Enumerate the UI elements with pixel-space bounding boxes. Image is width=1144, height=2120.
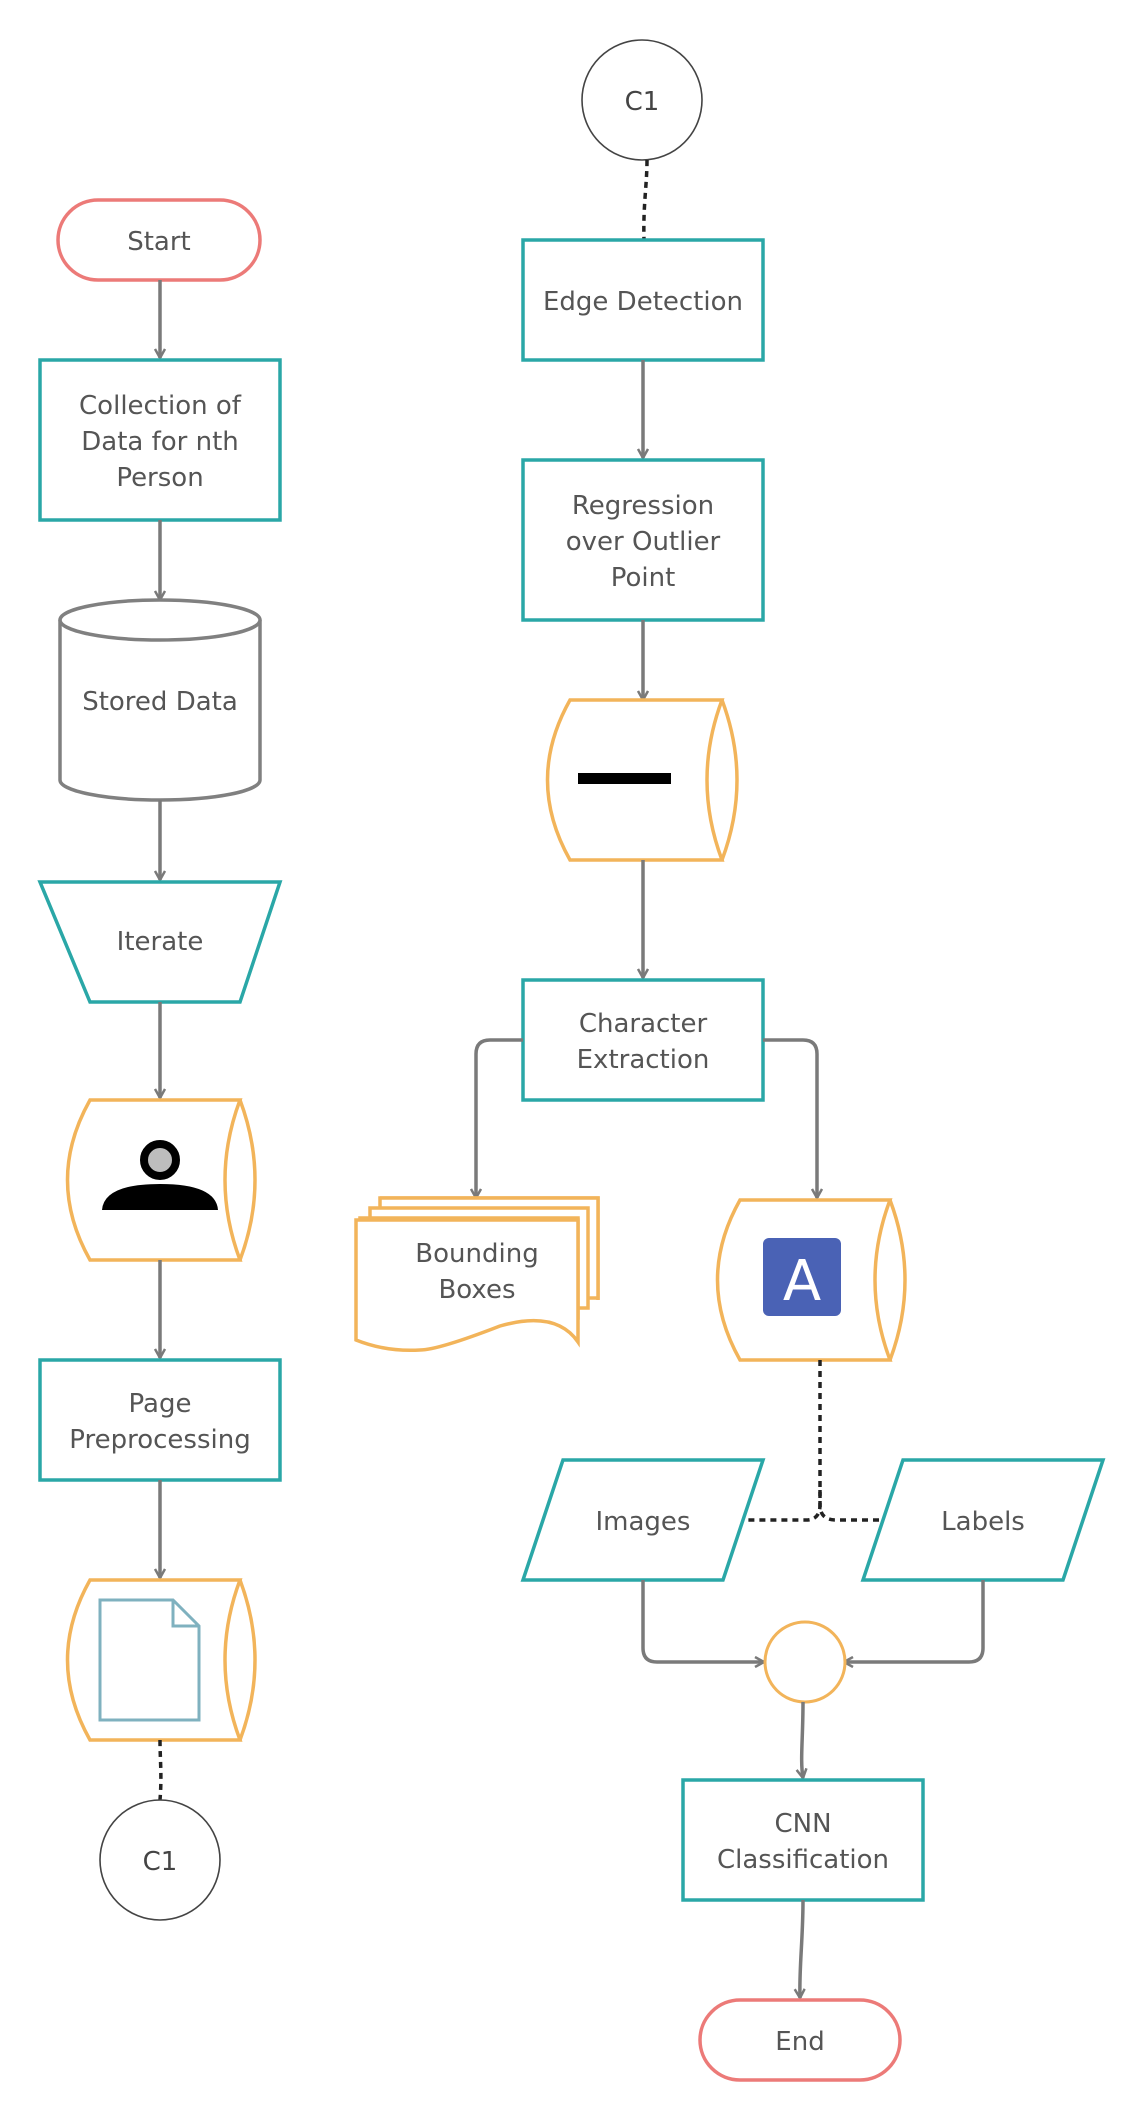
dash-letter-labels xyxy=(818,1490,880,1522)
iterate-label: Iterate xyxy=(117,927,204,957)
page-preprocessing-line1: Page xyxy=(129,1389,192,1419)
stored-data-database[interactable]: Stored Data xyxy=(58,598,262,802)
arrow-cnn-end xyxy=(800,1899,803,1998)
end-terminal[interactable]: End xyxy=(698,1998,902,2082)
connector-c1-bottom[interactable]: C1 xyxy=(99,1799,221,1921)
collection-label-line1: Collection of xyxy=(79,391,242,421)
arrow-character-bounding xyxy=(476,1038,523,1198)
start-terminal[interactable]: Start xyxy=(56,198,262,282)
collection-label-line3: Person xyxy=(116,463,203,493)
bounding-boxes-line2: Boxes xyxy=(438,1275,515,1305)
merge-junction[interactable] xyxy=(763,1620,847,1704)
images-label: Images xyxy=(596,1507,691,1537)
regression-label-line2: over Outlier xyxy=(566,527,721,557)
iterate-loop[interactable]: Iterate xyxy=(37,880,283,1004)
collection-process[interactable]: Collection of Data for nth Person xyxy=(38,358,282,522)
page-preprocessing-line2: Preprocessing xyxy=(69,1425,250,1455)
images-input[interactable]: Images xyxy=(520,1458,766,1582)
end-label: End xyxy=(775,2027,824,2057)
cnn-classification-line2: Classification xyxy=(717,1845,889,1875)
character-extraction-process[interactable]: Character Extraction xyxy=(521,978,765,1102)
labels-input[interactable]: Labels xyxy=(860,1458,1106,1582)
letter-stored-data[interactable]: A xyxy=(715,1198,907,1362)
edge-detection-label: Edge Detection xyxy=(543,287,743,317)
regression-label-line1: Regression xyxy=(572,491,714,521)
person-stored-data[interactable] xyxy=(65,1098,257,1262)
page-preprocessing-process[interactable]: Page Preprocessing xyxy=(38,1358,282,1482)
character-extraction-line1: Character xyxy=(579,1009,708,1039)
letter-a-label: A xyxy=(783,1249,821,1314)
document-stored-data[interactable] xyxy=(65,1578,257,1742)
labels-label: Labels xyxy=(941,1507,1025,1537)
regression-process[interactable]: Regression over Outlier Point xyxy=(521,458,765,622)
dash-letter-images xyxy=(742,1360,822,1522)
collection-label-line2: Data for nth xyxy=(81,427,239,457)
connector-c1-bottom-label: C1 xyxy=(143,1847,178,1877)
connector-c1-top[interactable]: C1 xyxy=(581,39,703,161)
arrow-character-letter xyxy=(763,1038,817,1198)
start-label: Start xyxy=(127,227,191,257)
bounding-boxes-line1: Bounding xyxy=(415,1239,538,1269)
bounding-boxes-documents[interactable]: Bounding Boxes xyxy=(354,1196,600,1353)
arrow-images-junction xyxy=(641,1580,764,1662)
connector-c1-top-label: C1 xyxy=(625,87,660,117)
cnn-classification-process[interactable]: CNN Classification xyxy=(681,1778,925,1902)
minus-stored-data[interactable] xyxy=(545,698,739,862)
character-extraction-line2: Extraction xyxy=(577,1045,710,1075)
person-icon xyxy=(102,1140,218,1210)
cnn-classification-line1: CNN xyxy=(774,1809,831,1839)
arrow-junction-cnn xyxy=(802,1701,803,1778)
document-icon xyxy=(98,1598,201,1722)
stored-data-label: Stored Data xyxy=(82,687,238,717)
edge-detection-process[interactable]: Edge Detection xyxy=(521,238,765,362)
dash-document-connector xyxy=(158,1739,163,1801)
regression-label-line3: Point xyxy=(611,563,676,593)
dash-connector-edge xyxy=(642,159,649,241)
arrow-labels-junction xyxy=(844,1580,985,1662)
minus-icon xyxy=(578,773,671,784)
letter-a-icon xyxy=(763,1238,841,1316)
